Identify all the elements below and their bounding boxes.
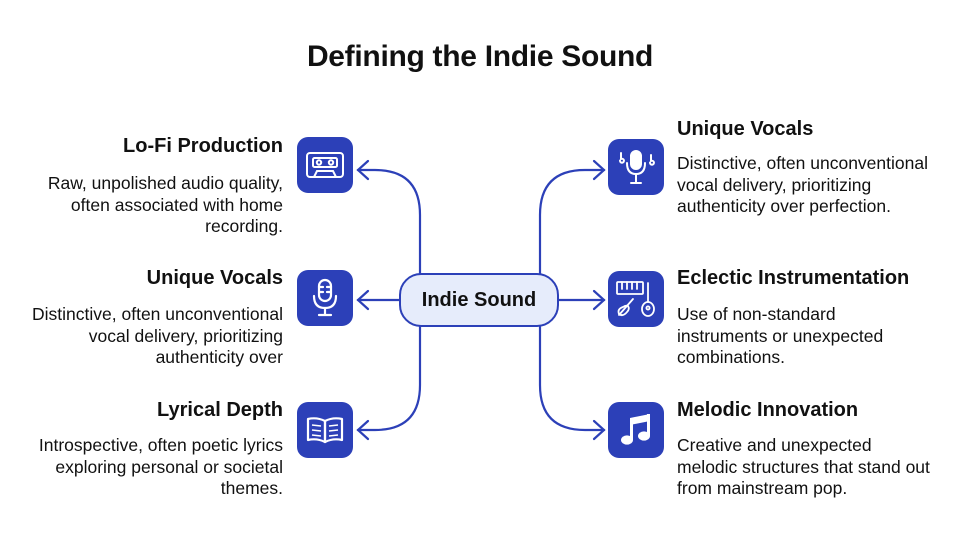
lyrical-description: Introspective, often poetic lyrics explo… <box>38 435 283 498</box>
lyrical-title: Lyrical Depth <box>157 399 283 421</box>
cassette-tape-icon <box>297 137 353 193</box>
open-book-icon <box>297 402 353 458</box>
instrumentation-description: Use of non-standard instruments or unexp… <box>677 304 884 367</box>
connector-lyrical <box>356 325 422 432</box>
microphone-icon <box>297 270 353 326</box>
vocals-left-description: Distinctive, often unconventional vocal … <box>32 304 283 367</box>
connector-lofi <box>356 168 422 277</box>
instruments-icon <box>608 271 664 327</box>
lofi-description: Raw, unpolished audio quality, often ass… <box>47 173 283 236</box>
melodic-description: Creative and unexpected melodic structur… <box>677 435 930 498</box>
central-node-label: Indie Sound <box>421 288 537 311</box>
vocals-right-title: Unique Vocals <box>677 118 814 140</box>
music-note-icon <box>608 402 664 458</box>
lofi-title: Lo-Fi Production <box>123 135 283 157</box>
vocals-left-title: Unique Vocals <box>146 267 283 289</box>
connector-melodic <box>538 325 606 432</box>
singing-microphone-icon <box>608 139 664 195</box>
page-title: Defining the Indie Sound <box>306 40 654 73</box>
melodic-title: Melodic Innovation <box>677 399 859 421</box>
connector-vocals-right <box>538 168 606 277</box>
vocals-right-description: Distinctive, often unconventional vocal … <box>677 153 928 216</box>
central-node: Indie Sound <box>399 273 559 327</box>
instrumentation-title: Eclectic Instrumentation <box>677 267 910 289</box>
